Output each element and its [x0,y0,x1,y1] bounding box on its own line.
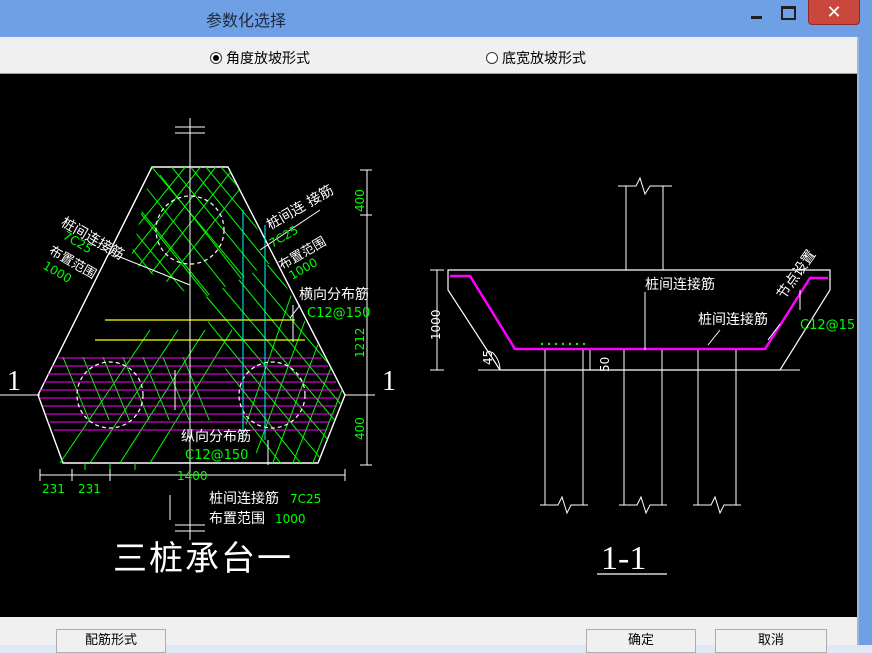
options-divider [0,73,857,74]
node-setting-label: 节点设置 [774,247,819,302]
minimize-button[interactable] [741,0,771,25]
bottom-rebar-spec: 7C25 [290,492,321,506]
pile-right [238,361,306,429]
section-dim-1000: 1000 [429,309,443,340]
bottom-rebar-label: 桩间连接筋 [209,490,279,507]
cad-drawing: 桩间连接筋 7C25 布置范围 1000 桩间连 接筋 7C25 布置范围 10… [0,118,855,579]
dim-400-top: 400 [353,189,367,212]
close-icon: ✕ [826,1,842,23]
bottom-range-label: 布置范围 [209,510,265,527]
longitudinal-rebar-label: 纵向分布筋 [181,428,251,445]
dim-231-a: 231 [42,482,65,496]
angle-slope-radio[interactable]: 角度放坡形式 [210,46,310,70]
pile-2-outline [619,350,667,515]
section-dim-50: 50 [598,357,612,372]
transverse-rebar-lines [95,319,305,341]
plan-title: 三桩承台一 [113,539,293,579]
right-rebar-label: 桩间连 接筋 [264,182,337,234]
section-title: 1-1 [601,540,646,577]
section-cap-outline [447,269,831,371]
dim-231-b: 231 [78,482,101,496]
rebar-style-button[interactable]: 配筋形式 [56,629,166,653]
window-right-border [857,37,872,645]
leader-right [259,209,321,251]
bottom-width-slope-label: 底宽放坡形式 [502,51,586,67]
right-dimension [289,169,372,466]
dim-1212: 1212 [353,327,367,358]
section-view: 1000 45 50 桩间连接筋 桩间连接筋 节点设置 C12@15 1-1 [429,176,855,577]
bottom-left-strip-edges [59,329,233,470]
bottom-width-slope-radio[interactable]: 底宽放坡形式 [486,46,586,70]
section-dim-45: 45 [481,350,495,365]
leader-left [114,254,191,286]
cancel-button[interactable]: 取消 [715,629,827,653]
section-rebar-dots [540,342,586,346]
section-mark-left: 1 [7,366,21,397]
dim-1400: 1400 [177,469,208,483]
maximize-icon [780,5,796,20]
title-bar: 参数化选择 ✕ [0,0,872,37]
transverse-rebar-label: 横向分布筋 [299,286,369,303]
ok-button[interactable]: 确定 [586,629,696,653]
maximize-button[interactable] [776,0,800,25]
radio-checked-icon [210,52,222,64]
section-dimensions [430,269,801,371]
column-outline [618,176,672,270]
pile-3-outline [693,350,741,515]
section-rebar [450,274,828,351]
window-right-border-highlight [857,37,859,645]
plan-view: 桩间连接筋 7C25 布置范围 1000 桩间连 接筋 7C25 布置范围 10… [0,118,396,579]
pile-left [76,361,144,429]
pile-top [155,195,225,265]
transverse-rebar-spec: C12@150 [307,306,370,321]
bottom-dimension [39,370,346,520]
dim-400-bottom: 400 [353,417,367,440]
minimize-icon [750,16,762,19]
section-rebar-label: 桩间连接筋 [645,276,715,293]
left-pile-strip [130,167,273,300]
bottom-range-value: 1000 [275,512,306,526]
section-spec-label: C12@15 [800,318,855,333]
angle-slope-label: 角度放坡形式 [226,51,310,67]
longitudinal-rebar-spec: C12@150 [185,448,248,463]
section-rebar-label-2: 桩间连接筋 [698,311,768,328]
radio-unchecked-icon [486,52,498,64]
section-mark-right: 1 [382,366,396,397]
drawing-canvas: 桩间连接筋 7C25 布置范围 1000 桩间连 接筋 7C25 布置范围 10… [0,74,857,617]
window-title: 参数化选择 [205,11,286,30]
pile-1-outline [540,350,588,515]
close-button[interactable]: ✕ [808,0,860,25]
